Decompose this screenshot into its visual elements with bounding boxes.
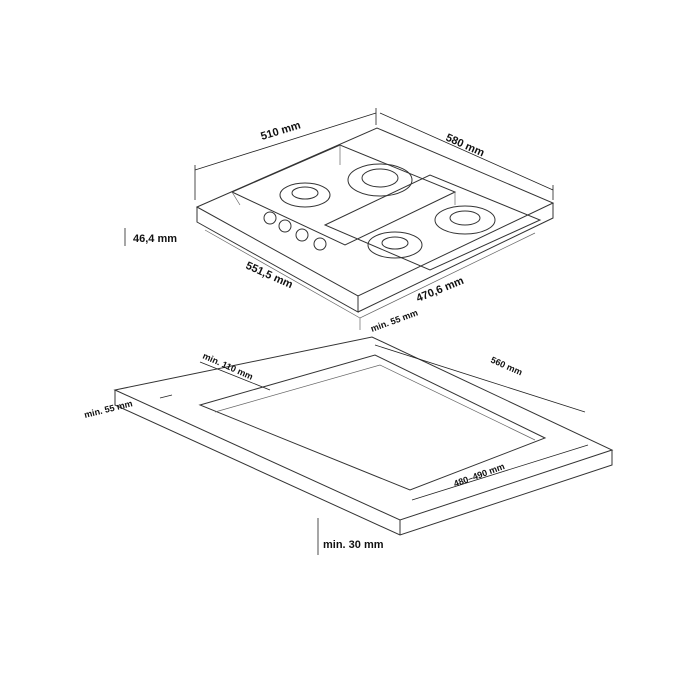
hob-side-left — [196, 207, 359, 313]
cutout-outline — [198, 354, 547, 491]
dim-front-clearance-label: min. 55 mm — [83, 398, 133, 420]
dim-worktop-thickness-label: min. 30 mm — [323, 539, 384, 551]
hob-drawing — [195, 127, 555, 330]
dim-cutout-width-label: 480–490 mm — [452, 461, 506, 489]
dim-wall-clearance-label: min. 110 mm — [201, 351, 254, 382]
dim-rear-clearance-label: min. 55 mm — [369, 308, 419, 334]
worktop-drawing — [113, 336, 614, 536]
burners — [279, 163, 496, 259]
control-knobs — [263, 211, 327, 251]
dim-cutout-length-label: 560 mm — [489, 355, 524, 378]
hob-side-right — [357, 203, 554, 313]
worktop-top — [113, 336, 614, 521]
dim-inner-width-label: 551,5 mm — [244, 260, 295, 291]
dim-depth-label: 580 mm — [444, 132, 487, 160]
pan-supports — [230, 144, 542, 271]
dim-height-label: 46,4 mm — [133, 233, 177, 245]
dim-width-label: 510 mm — [259, 119, 302, 143]
